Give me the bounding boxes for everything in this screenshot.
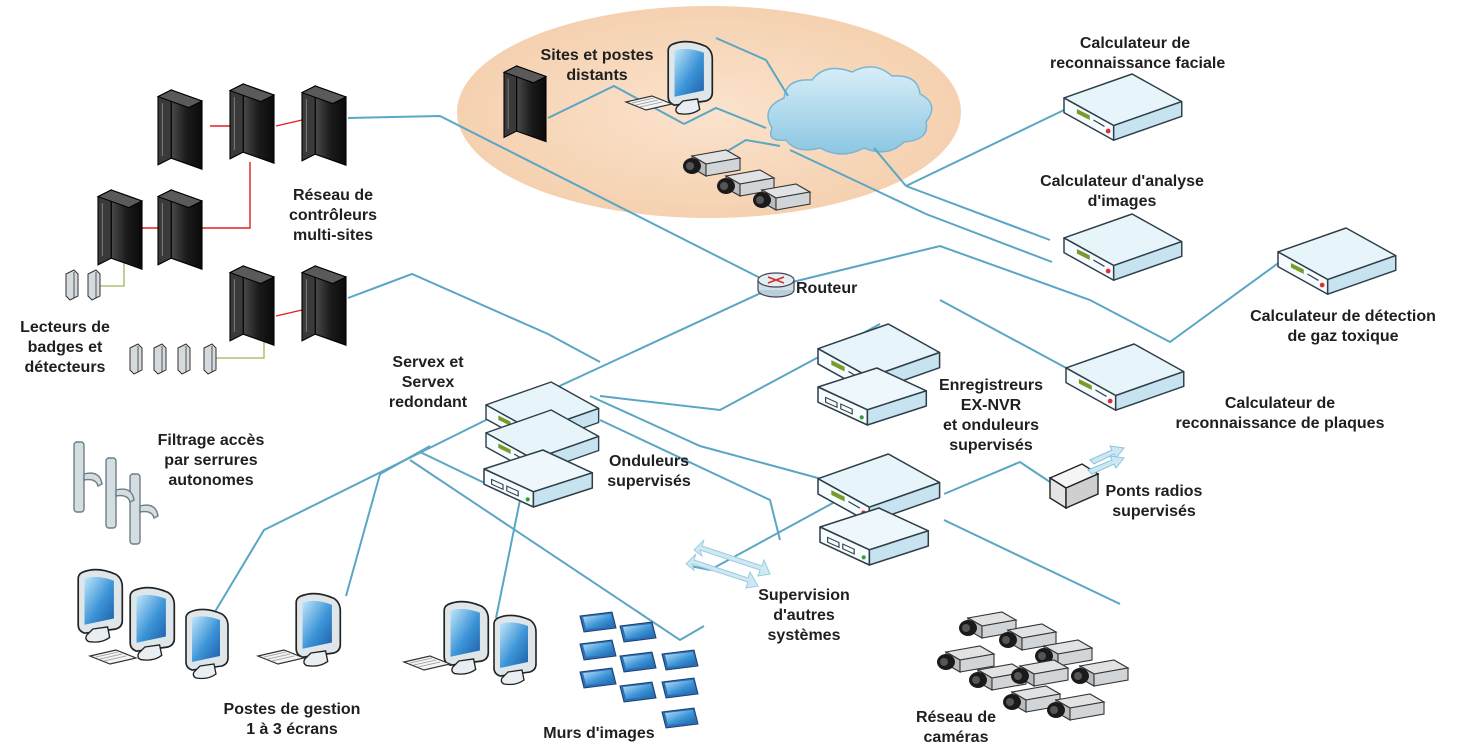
image-calculator-icon [1063, 213, 1183, 281]
cloud-icon [767, 66, 933, 155]
supervision-arrows-icon [685, 539, 771, 589]
video-wall-icon [579, 611, 699, 729]
reader-links [100, 254, 265, 359]
camera-network-icons [936, 611, 1129, 721]
workstation-icons [77, 568, 537, 686]
gas-calculator-icon [1277, 227, 1397, 295]
recorder-stack-icon [817, 323, 941, 426]
door-lock-icons [73, 441, 159, 545]
servex-stack-icon [483, 381, 600, 508]
face-calculator-icon [1063, 73, 1183, 141]
recorder-stack-2-icon [817, 453, 941, 566]
label-router: Routeur [796, 280, 858, 297]
router-icon [757, 272, 795, 298]
radio-bridge-icon [1048, 445, 1125, 510]
label-video-walls: Murs d'images [543, 725, 655, 742]
controller-links [140, 119, 303, 317]
